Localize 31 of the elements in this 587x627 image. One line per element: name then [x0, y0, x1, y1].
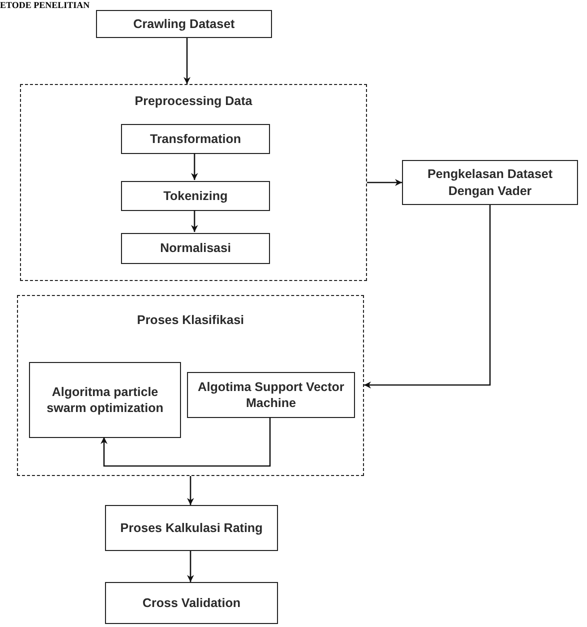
group-title: Preprocessing Data — [134, 93, 254, 110]
process-box — [29, 362, 181, 438]
box-label: Crawling Dataset — [132, 16, 236, 32]
process-box — [121, 233, 270, 264]
process-box — [402, 160, 578, 205]
arrow — [364, 205, 491, 388]
box-label: Proses Kalkulasi Rating — [119, 520, 264, 536]
arrow — [191, 153, 198, 180]
arrow — [184, 38, 190, 84]
process-box — [105, 505, 278, 551]
heading: ETODE PENELITIAN — [0, 0, 90, 10]
group-title: Proses Klasifikasi — [136, 312, 245, 328]
arrow — [191, 210, 198, 232]
process-box — [105, 582, 278, 624]
arrow — [100, 417, 271, 467]
box-label: Transformation — [149, 130, 242, 148]
process-box — [187, 372, 355, 418]
box-label: Algoritma particle swarm optimization — [46, 384, 164, 416]
box-label: Algotima Support Vector Machine — [196, 378, 346, 412]
process-box — [96, 10, 272, 38]
arrow — [187, 476, 194, 505]
group-frame — [20, 84, 367, 281]
arrow — [367, 179, 402, 186]
box-label: Pengkelasan Dataset Dengan Vader — [426, 166, 554, 199]
process-box — [121, 181, 270, 211]
process-box — [121, 124, 270, 154]
box-label: Normalisasi — [159, 240, 232, 257]
arrow — [187, 551, 194, 582]
group-frame — [17, 295, 364, 476]
box-label: Cross Validation — [142, 594, 242, 612]
box-label: Tokenizing — [162, 188, 229, 204]
